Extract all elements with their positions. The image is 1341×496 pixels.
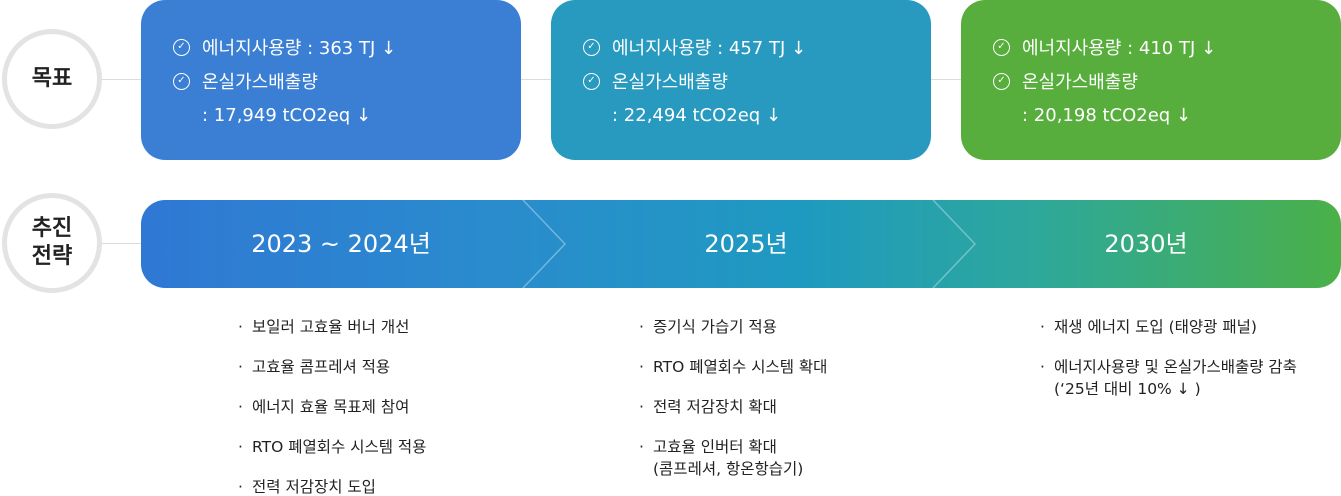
- list-item-text: 보일러 고효율 버너 개선: [252, 318, 410, 336]
- bullet-icon: ·: [1040, 318, 1045, 336]
- bullet-icon: ·: [238, 438, 243, 456]
- goal-ghg-value: : 22,494 tCO2eq ↓: [612, 104, 782, 126]
- list-item-text: 고효율 콤프레셔 적용: [252, 358, 391, 376]
- check-circle-icon: ✓: [993, 38, 1010, 56]
- chevron-dividers: [522, 200, 977, 288]
- list-item-continuation: (콤프레셔, 항온항습기): [653, 460, 804, 478]
- strategy-label-circle: 추진 전략: [2, 193, 102, 293]
- goal-ghg-value-row: : 22,494 tCO2eq ↓: [583, 98, 931, 132]
- strategy-label-line2: 전략: [31, 244, 73, 269]
- phase-2-actions: · 증기식 가습기 적용 · RTO 폐열회수 시스템 확대 · 전력 저감장치 확대…: [639, 316, 827, 496]
- list-item-text: 에너지 효율 목표제 참여: [252, 398, 410, 416]
- list-item: · 고효율 인버터 확대 (콤프레셔, 항온항습기): [639, 436, 827, 496]
- goal-ghg: 온실가스배출량: [1022, 72, 1138, 93]
- bullet-icon: ·: [238, 358, 243, 376]
- goal-ghg-value: : 20,198 tCO2eq ↓: [1022, 104, 1192, 126]
- chevron-divider-icon: [932, 200, 977, 288]
- list-item-continuation: (‘25년 대비 10% ↓ ): [1054, 380, 1201, 398]
- goal-box-3: ✓ 에너지사용량 : 410 TJ ↓ ✓ 온실가스배출량 : 20,198 t…: [961, 0, 1341, 160]
- check-circle-icon: ✓: [173, 72, 190, 90]
- check-circle-icon: ✓: [173, 38, 190, 56]
- goal-ghg-row: ✓ 온실가스배출량: [173, 64, 521, 98]
- goal-label: 목표: [31, 66, 73, 91]
- list-item: · 증기식 가습기 적용: [639, 316, 827, 356]
- list-item: · RTO 폐열회수 시스템 확대: [639, 356, 827, 396]
- goal-energy-row: ✓ 에너지사용량 : 410 TJ ↓: [993, 30, 1341, 64]
- bullet-icon: ·: [1040, 358, 1045, 376]
- chevron-divider-icon: [522, 200, 567, 288]
- bullet-icon: ·: [639, 318, 644, 336]
- list-item-text: 고효율 인버터 확대: [653, 438, 777, 456]
- bullet-icon: ·: [238, 478, 243, 496]
- phase-1-actions: · 보일러 고효율 버너 개선 · 고효율 콤프레셔 적용 · 에너지 효율 목표제 …: [238, 316, 426, 496]
- goal-energy: 에너지사용량 : 410 TJ ↓: [1022, 38, 1217, 59]
- phase-title-2030: 2030년: [1104, 230, 1188, 258]
- goal-energy-row: ✓ 에너지사용량 : 457 TJ ↓: [583, 30, 931, 64]
- goal-connector-line: [100, 79, 142, 80]
- check-circle-icon: ✓: [583, 72, 600, 90]
- bullet-icon: ·: [639, 398, 644, 416]
- goal-label-circle: 목표: [2, 29, 102, 129]
- goal-ghg-value-row: : 20,198 tCO2eq ↓: [993, 98, 1341, 132]
- bullet-icon: ·: [238, 398, 243, 416]
- list-item: · RTO 폐열회수 시스템 적용: [238, 436, 426, 476]
- goal-ghg-row: ✓ 온실가스배출량: [993, 64, 1341, 98]
- goal-energy: 에너지사용량 : 457 TJ ↓: [612, 38, 807, 59]
- list-item: · 보일러 고효율 버너 개선: [238, 316, 426, 356]
- goal-energy-row: ✓ 에너지사용량 : 363 TJ ↓: [173, 30, 521, 64]
- check-circle-icon: ✓: [583, 38, 600, 56]
- goal-ghg-value-row: : 17,949 tCO2eq ↓: [173, 98, 521, 132]
- list-item-text: 증기식 가습기 적용: [653, 318, 777, 336]
- strategy-timeline-band: 2023 ~ 2024년 2025년 2030년: [141, 200, 1341, 288]
- list-item: · 에너지사용량 및 온실가스배출량 감축 (‘25년 대비 10% ↓ ): [1040, 356, 1297, 416]
- goal-box-2: ✓ 에너지사용량 : 457 TJ ↓ ✓ 온실가스배출량 : 22,494 t…: [551, 0, 931, 160]
- list-item: · 전력 저감장치 도입: [238, 476, 426, 496]
- goal-box-1: ✓ 에너지사용량 : 363 TJ ↓ ✓ 온실가스배출량 : 17,949 t…: [141, 0, 521, 160]
- goal-ghg: 온실가스배출량: [202, 72, 318, 93]
- list-item: · 전력 저감장치 확대: [639, 396, 827, 436]
- bullet-icon: ·: [238, 318, 243, 336]
- list-item: · 에너지 효율 목표제 참여: [238, 396, 426, 436]
- list-item-text: 전력 저감장치 도입: [252, 478, 376, 496]
- strategy-label-line1: 추진: [31, 216, 73, 241]
- list-item-text: RTO 폐열회수 시스템 확대: [653, 358, 828, 376]
- goal-ghg: 온실가스배출량: [612, 72, 728, 93]
- goal-connector-line: [930, 79, 962, 80]
- list-item-text: 전력 저감장치 확대: [653, 398, 777, 416]
- strategy-connector-line: [100, 243, 142, 244]
- phase-title-2025: 2025년: [704, 230, 788, 258]
- phase-3-actions: · 재생 에너지 도입 (태양광 패널) · 에너지사용량 및 온실가스배출량 감축…: [1040, 316, 1297, 416]
- phase-title-2023-2024: 2023 ~ 2024년: [251, 230, 431, 258]
- list-item: · 고효율 콤프레셔 적용: [238, 356, 426, 396]
- list-item: · 재생 에너지 도입 (태양광 패널): [1040, 316, 1297, 356]
- check-circle-icon: ✓: [993, 72, 1010, 90]
- goal-ghg-row: ✓ 온실가스배출량: [583, 64, 931, 98]
- list-item-text: 에너지사용량 및 온실가스배출량 감축: [1054, 358, 1297, 376]
- list-item-text: 재생 에너지 도입 (태양광 패널): [1054, 318, 1257, 336]
- list-item-text: RTO 폐열회수 시스템 적용: [252, 438, 427, 456]
- bullet-icon: ·: [639, 358, 644, 376]
- bullet-icon: ·: [639, 438, 644, 456]
- goal-connector-line: [520, 79, 552, 80]
- goal-ghg-value: : 17,949 tCO2eq ↓: [202, 104, 372, 126]
- goal-energy: 에너지사용량 : 363 TJ ↓: [202, 38, 397, 59]
